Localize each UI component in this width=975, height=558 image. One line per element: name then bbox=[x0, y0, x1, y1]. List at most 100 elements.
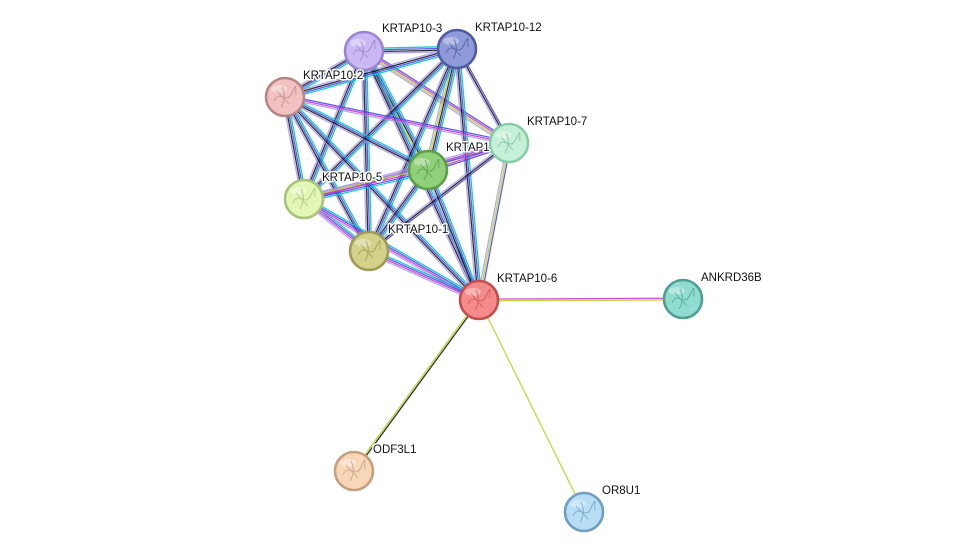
node-circle[interactable] bbox=[343, 30, 385, 72]
node-highlight bbox=[350, 39, 366, 47]
protein-structure-icon bbox=[342, 459, 366, 482]
edge-evidence-line bbox=[286, 95, 372, 251]
protein-structure-icon bbox=[467, 288, 491, 311]
edge-krtap10-6-or8u1[interactable] bbox=[478, 299, 585, 513]
edge-evidence-line bbox=[362, 52, 508, 146]
node-circle[interactable] bbox=[407, 149, 449, 191]
edge-evidence-line bbox=[362, 51, 369, 252]
node-label: KRTAP10-6 bbox=[497, 273, 557, 285]
edge-evidence-line bbox=[428, 169, 481, 300]
node-label: KRTAP10-7 bbox=[527, 116, 587, 128]
node-highlight bbox=[669, 287, 685, 295]
node-odf3l1[interactable]: ODF3L1 bbox=[333, 443, 418, 492]
edge-evidence-line bbox=[283, 97, 479, 302]
node-circle[interactable] bbox=[458, 279, 500, 321]
edge-evidence-line bbox=[304, 172, 429, 203]
edge-evidence-line bbox=[480, 143, 512, 301]
edge-evidence-line bbox=[303, 167, 428, 198]
edge-krtap10-12-krtap10-2[interactable] bbox=[284, 45, 458, 101]
edge-evidence-line bbox=[429, 49, 460, 171]
edge-evidence-line bbox=[284, 96, 510, 144]
node-circle[interactable] bbox=[283, 178, 325, 220]
node-highlight bbox=[495, 131, 511, 139]
node-krtap10-7[interactable]: KRTAP10-7 bbox=[488, 115, 589, 164]
node-highlight bbox=[570, 500, 586, 508]
node-circle[interactable] bbox=[662, 278, 704, 320]
edge-krtap10-7-krtap10-6[interactable] bbox=[476, 142, 512, 301]
node-highlight bbox=[355, 239, 371, 247]
edge-evidence-line bbox=[354, 300, 481, 472]
node-label: KRTAP10-2 bbox=[303, 70, 363, 82]
edge-evidence-line bbox=[303, 166, 428, 197]
edge-evidence-line bbox=[369, 49, 459, 252]
protein-structure-icon bbox=[445, 37, 469, 60]
edge-evidence-line bbox=[304, 171, 429, 202]
node-circle[interactable] bbox=[488, 122, 530, 164]
edge-evidence-line bbox=[285, 50, 458, 101]
node-highlight bbox=[340, 459, 356, 467]
node-label: OR8U1 bbox=[602, 485, 640, 497]
edge-krtap10-12-krtap10-1[interactable] bbox=[366, 47, 460, 253]
edge-evidence-line bbox=[285, 94, 430, 169]
edge-krtap10-2-krtap10-7[interactable] bbox=[284, 94, 510, 146]
edge-krtap1-krtap10-5[interactable] bbox=[303, 166, 429, 203]
edge-krtap10-3-krtap10-1[interactable] bbox=[360, 50, 373, 252]
edge-evidence-line bbox=[478, 299, 585, 513]
edge-evidence-line bbox=[304, 196, 481, 299]
node-highlight bbox=[443, 37, 459, 45]
edge-evidence-line bbox=[360, 51, 368, 252]
edge-evidence-line bbox=[283, 98, 428, 173]
edge-evidence-line bbox=[478, 297, 683, 300]
edge-evidence-line bbox=[426, 170, 479, 301]
node-circle[interactable] bbox=[436, 28, 478, 70]
node-krtap10-12[interactable]: KRTAP10-12 bbox=[436, 21, 543, 70]
edge-evidence-line bbox=[285, 95, 429, 170]
edge-krtap10-2-krtap1[interactable] bbox=[283, 94, 430, 173]
edge-evidence-line bbox=[364, 50, 371, 251]
edge-evidence-line bbox=[282, 98, 478, 303]
node-label: KRTAP10-5 bbox=[322, 172, 382, 184]
node-circle[interactable] bbox=[264, 76, 306, 118]
node-krtap10-1[interactable]: KRTAP10-1 bbox=[348, 223, 450, 272]
protein-structure-icon bbox=[357, 239, 381, 262]
node-highlight bbox=[465, 288, 481, 296]
node-label: ANKRD36B bbox=[701, 272, 762, 284]
node-circle[interactable] bbox=[333, 450, 375, 492]
edge-krtap1-krtap10-6[interactable] bbox=[425, 168, 482, 302]
node-krtap10-2[interactable]: KRTAP10-2 bbox=[264, 69, 365, 118]
edge-evidence-line bbox=[285, 96, 371, 251]
protein-structure-icon bbox=[416, 158, 440, 181]
edge-evidence-line bbox=[285, 94, 510, 142]
node-label: KRTAP10-12 bbox=[475, 22, 542, 34]
edge-evidence-line bbox=[476, 142, 508, 300]
node-krtap10-5[interactable]: KRTAP10-5 bbox=[283, 171, 384, 220]
edge-evidence-line bbox=[284, 47, 457, 97]
edge-evidence-line bbox=[304, 197, 480, 300]
edge-krtap10-6-odf3l1[interactable] bbox=[352, 299, 481, 472]
edge-evidence-line bbox=[284, 45, 457, 96]
node-circle[interactable] bbox=[348, 230, 390, 272]
node-or8u1[interactable]: OR8U1 bbox=[563, 484, 642, 533]
edge-evidence-line bbox=[284, 97, 428, 172]
edge-evidence-line bbox=[427, 48, 458, 171]
node-label: KRTAP10-1 bbox=[388, 224, 448, 236]
edge-krtap10-6-ankrd36b[interactable] bbox=[478, 297, 684, 302]
edge-evidence-line bbox=[285, 95, 481, 300]
node-circle[interactable] bbox=[563, 491, 605, 533]
edge-evidence-line bbox=[478, 142, 510, 301]
edges-layer bbox=[281, 45, 684, 513]
node-krtap10-3[interactable]: KRTAP10-3 bbox=[343, 22, 444, 72]
node-label: KRTAP1 bbox=[446, 142, 490, 154]
protein-structure-icon bbox=[352, 39, 376, 62]
node-krtap1[interactable]: KRTAP1 bbox=[407, 141, 491, 191]
edge-krtap10-2-krtap10-6[interactable] bbox=[282, 94, 482, 303]
node-ankrd36b[interactable]: ANKRD36B bbox=[662, 271, 764, 320]
protein-structure-icon bbox=[273, 85, 297, 108]
node-label: KRTAP10-3 bbox=[382, 23, 442, 35]
node-highlight bbox=[271, 85, 287, 93]
protein-structure-icon bbox=[292, 187, 316, 210]
node-highlight bbox=[290, 187, 306, 195]
edge-evidence-line bbox=[285, 49, 458, 99]
node-krtap10-6[interactable]: KRTAP10-6 bbox=[458, 272, 559, 321]
